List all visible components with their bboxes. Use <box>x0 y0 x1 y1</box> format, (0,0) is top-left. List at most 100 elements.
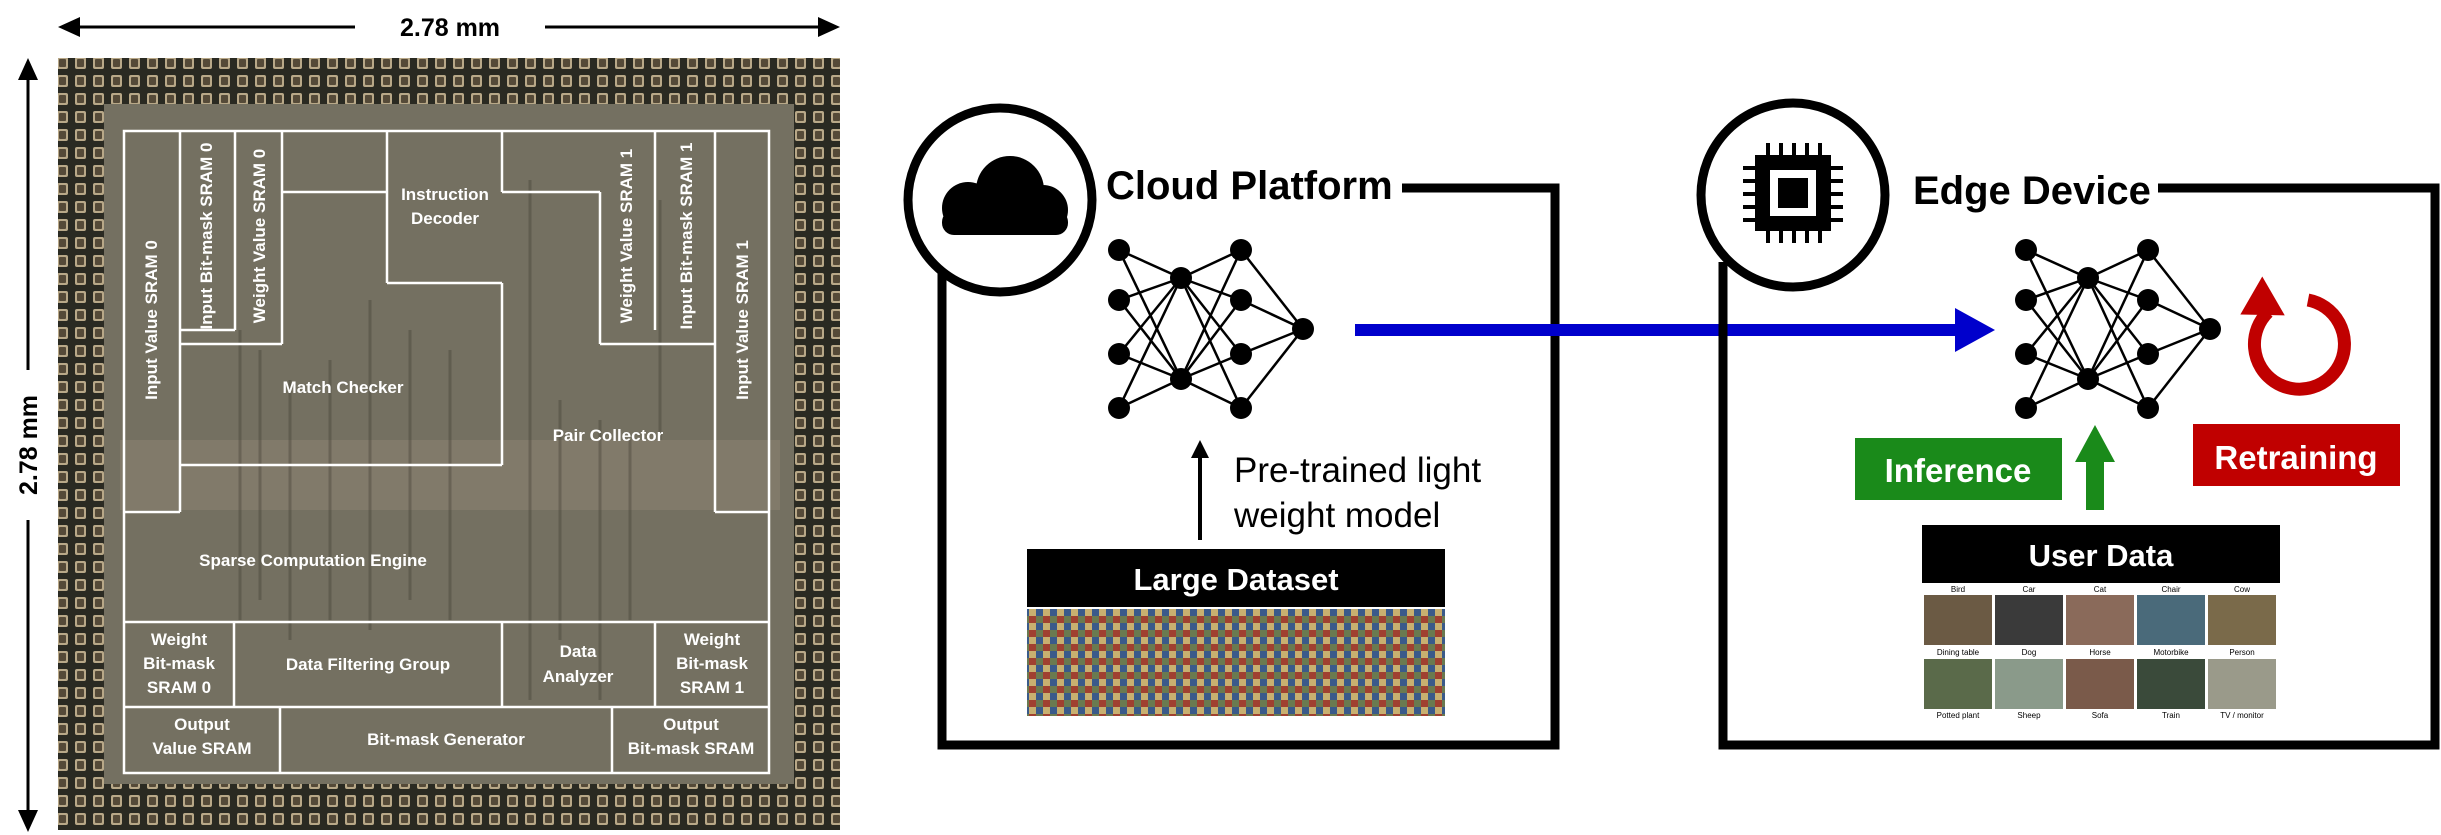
inference-arrow <box>2075 425 2115 510</box>
pretrained-arrow <box>1191 440 1209 540</box>
class-image <box>2137 659 2205 709</box>
nn-edge <box>1240 328 1304 409</box>
nn-node <box>1108 397 1130 419</box>
nn-edge <box>2086 277 2150 409</box>
dataset-image-grid <box>1027 609 1445 716</box>
nn-edge <box>2025 377 2089 410</box>
label-weight-bitmask-sram-1-line1: Weight <box>684 630 741 649</box>
nn-node <box>2137 397 2159 419</box>
chip-labels: Input Value SRAM 0 Input Bit-mask SRAM 0… <box>142 142 754 758</box>
cloud-icon <box>942 156 1068 235</box>
class-label: Horse <box>2089 648 2111 657</box>
nn-edge <box>1180 299 1242 380</box>
inference-badge: Inference <box>1855 438 2062 500</box>
nn-node <box>2137 289 2159 311</box>
label-instruction-decoder-1: Instruction <box>401 185 489 204</box>
class-image <box>2208 659 2276 709</box>
nn-edge <box>2025 299 2089 380</box>
class-image <box>1995 659 2063 709</box>
nn-node <box>2199 318 2221 340</box>
nn-edge <box>1179 249 1243 380</box>
label-output-bitmask-sram-line1: Output <box>663 715 719 734</box>
class-label: Sofa <box>2092 711 2109 720</box>
nn-edge <box>1118 248 1182 280</box>
class-image <box>2066 659 2134 709</box>
pretrained-note-line1: Pre-trained light <box>1234 451 1481 490</box>
nn-edge <box>1240 249 1304 330</box>
label-output-value-sram-line1: Output <box>174 715 230 734</box>
nn-node <box>1108 239 1130 261</box>
height-label: 2.78 mm <box>15 395 43 495</box>
retraining-label: Retraining <box>2214 439 2377 476</box>
label-weight-bitmask-sram-1-line2: Bit-mask <box>676 654 748 673</box>
label-bitmask-generator: Bit-mask Generator <box>367 730 525 749</box>
nn-node <box>1230 343 1252 365</box>
edge-panel: Edge Device <box>1696 98 2440 750</box>
pretrained-note-line2: weight model <box>1233 496 1440 535</box>
nn-node <box>1170 368 1192 390</box>
nn-node <box>2137 239 2159 261</box>
nn-edge <box>1118 277 1182 355</box>
label-sparse-engine: Sparse Computation Engine <box>199 551 427 570</box>
class-label: Chair <box>2161 585 2180 594</box>
nn-edge <box>2147 328 2211 409</box>
label-input-value-sram-0: Input Value SRAM 0 <box>142 240 161 400</box>
class-label: Bird <box>1951 585 1965 594</box>
label-weight-value-sram-1: Weight Value SRAM 1 <box>617 149 636 323</box>
label-weight-bitmask-sram-0-line3: SRAM 0 <box>147 678 211 697</box>
nn-node <box>1230 397 1252 419</box>
nn-edge <box>1240 298 1304 331</box>
class-image <box>2066 595 2134 645</box>
nn-edge <box>2025 352 2089 381</box>
class-label: Potted plant <box>1937 711 1980 720</box>
chip-floorplan <box>122 129 771 775</box>
nn-edge <box>1180 248 1242 280</box>
label-data-analyzer-line1: Data <box>560 642 597 661</box>
class-image <box>1995 595 2063 645</box>
class-image <box>2137 595 2205 645</box>
label-weight-value-sram-0: Weight Value SRAM 0 <box>250 149 269 323</box>
class-label: Cat <box>2094 585 2107 594</box>
nn-edge <box>1118 299 1182 380</box>
nn-edge <box>2147 298 2211 331</box>
label-data-filtering-group: Data Filtering Group <box>286 655 450 674</box>
nn-edge <box>2024 277 2090 409</box>
nn-node <box>1230 239 1252 261</box>
class-label: Dining table <box>1937 648 1980 657</box>
label-output-value-sram-line2: Value SRAM <box>152 739 251 758</box>
chip-icon <box>1743 143 1843 243</box>
class-label: Dog <box>2022 648 2037 657</box>
transfer-arrow <box>1355 308 1995 352</box>
label-weight-bitmask-sram-0-line1: Weight <box>151 630 208 649</box>
nn-edge <box>2025 248 2089 280</box>
nn-node <box>1170 267 1192 289</box>
nn-node <box>1230 289 1252 311</box>
class-label: Person <box>2229 648 2254 657</box>
nn-node <box>2015 289 2037 311</box>
chip-die <box>58 58 840 830</box>
nn-edge <box>2147 249 2211 330</box>
class-image <box>1924 595 1992 645</box>
retraining-arrow-icon <box>2240 276 2351 396</box>
class-label: TV / monitor <box>2220 711 2264 720</box>
nn-edge <box>2087 377 2149 410</box>
nn-edge <box>1118 377 1182 410</box>
class-image <box>2208 595 2276 645</box>
cloud-panel: Cloud Platform <box>903 103 1560 750</box>
height-dimension: 2.78 mm <box>15 58 43 832</box>
nn-node <box>1292 318 1314 340</box>
class-image <box>1924 659 1992 709</box>
nn-node <box>1108 343 1130 365</box>
label-weight-bitmask-sram-1-line3: SRAM 1 <box>680 678 744 697</box>
nn-edge <box>2086 249 2150 380</box>
nn-edge <box>1179 277 1243 409</box>
inference-label: Inference <box>1885 452 2032 489</box>
class-label: Car <box>2023 585 2036 594</box>
nn-edge <box>2025 277 2089 355</box>
nn-edge <box>1240 327 1304 356</box>
label-pair-collector: Pair Collector <box>553 426 664 445</box>
nn-node <box>2077 368 2099 390</box>
nn-edge <box>1180 377 1242 410</box>
